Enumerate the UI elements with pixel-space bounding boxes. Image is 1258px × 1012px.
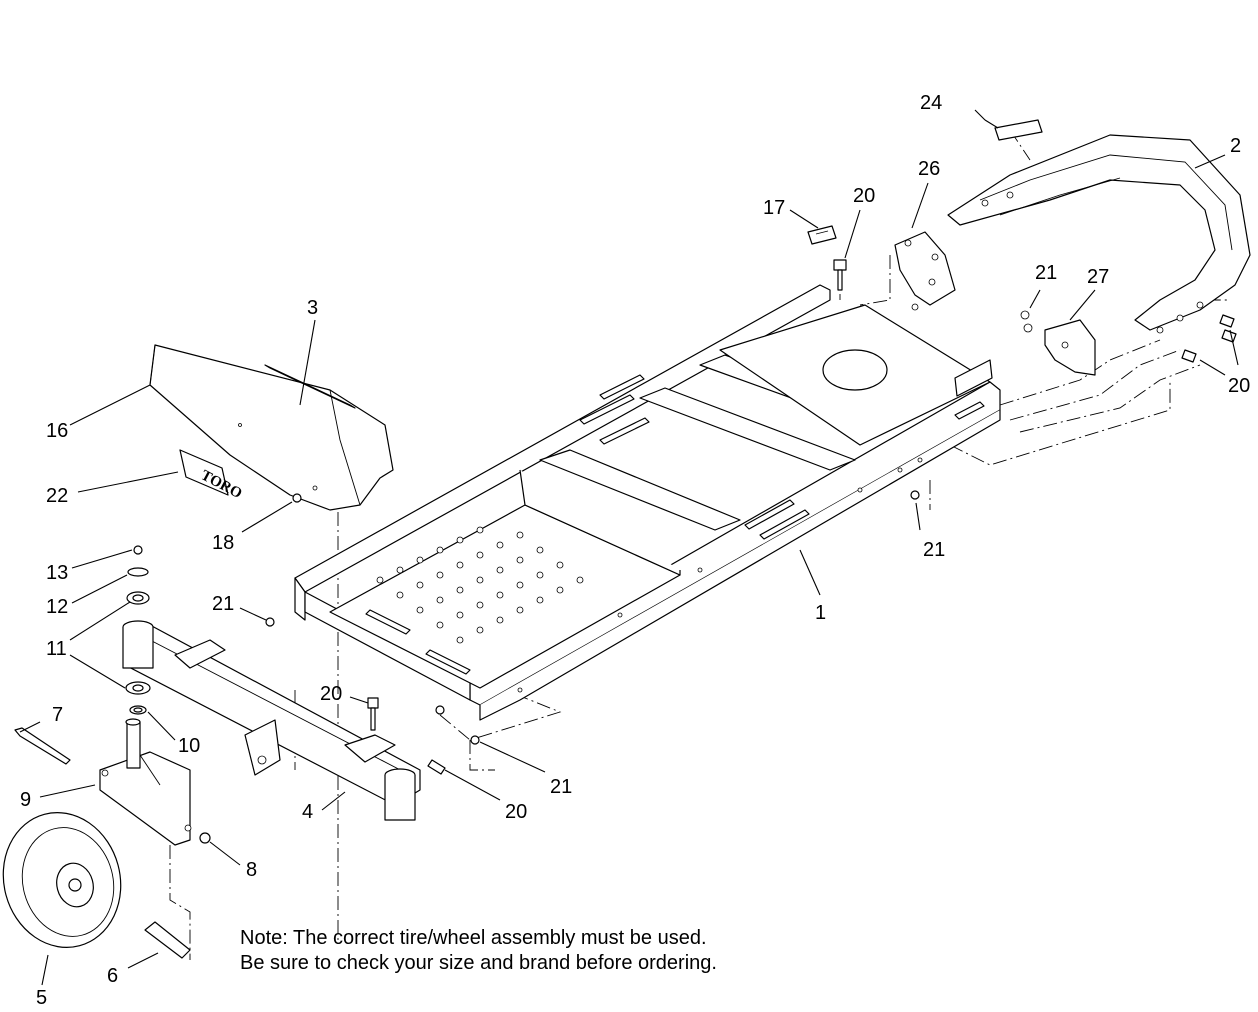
callout-20c: 20 <box>320 683 342 705</box>
roll-over-bar <box>947 134 1251 334</box>
callout-17: 17 <box>763 197 785 219</box>
callout-21b: 21 <box>923 539 945 561</box>
front-cover <box>149 344 394 511</box>
tire-wheel-assembly <box>2 812 122 948</box>
leader-lines <box>19 109 1239 986</box>
callout-20d: 20 <box>505 801 527 823</box>
callout-11: 11 <box>46 638 67 660</box>
bearing-stack <box>125 545 151 715</box>
ordering-note-line1: Note: The correct tire/wheel assembly mu… <box>240 927 707 949</box>
callout-22: 22 <box>46 485 68 507</box>
main-frame <box>294 284 1001 721</box>
callout-21d: 21 <box>550 776 572 798</box>
callout-20b: 20 <box>1228 375 1250 397</box>
callout-10: 10 <box>178 735 200 757</box>
callout-2: 2 <box>1230 135 1241 157</box>
axle-bolt <box>14 727 71 765</box>
callout-4: 4 <box>302 801 313 823</box>
cover-screw <box>292 493 302 503</box>
cover-decal <box>264 364 356 409</box>
callout-16: 16 <box>46 420 68 442</box>
callout-21a: 21 <box>1035 262 1057 284</box>
ordering-note-line2: Be sure to check your size and brand bef… <box>240 952 717 974</box>
callout-27: 27 <box>1087 266 1109 288</box>
axle-nut <box>199 832 211 844</box>
callout-24: 24 <box>920 92 942 114</box>
callout-labels: 24 2 26 20 17 21 27 20 3 16 22 18 21 1 2… <box>20 92 1250 1009</box>
callout-18: 18 <box>212 532 234 554</box>
callout-5: 5 <box>36 987 47 1009</box>
callout-8: 8 <box>246 859 257 881</box>
callout-1: 1 <box>815 602 826 624</box>
front-axle <box>122 620 421 821</box>
callout-3: 3 <box>307 297 318 319</box>
callout-20a: 20 <box>853 185 875 207</box>
callout-9: 9 <box>20 789 31 811</box>
callout-26: 26 <box>918 158 940 180</box>
frame-decal <box>807 225 837 245</box>
callout-6: 6 <box>107 965 118 987</box>
ordering-note: Note: The correct tire/wheel assembly mu… <box>240 926 717 976</box>
wheel-spacer <box>144 921 191 959</box>
floor-perforations <box>376 526 584 644</box>
callout-13: 13 <box>46 562 68 584</box>
assembly-lines <box>169 129 1230 960</box>
callout-12: 12 <box>46 596 68 618</box>
caster-fork <box>99 718 192 846</box>
rops-bracket <box>1020 310 1096 376</box>
seat-bracket <box>894 231 956 311</box>
rops-decal <box>994 119 1043 141</box>
callout-7: 7 <box>52 704 63 726</box>
callout-21c: 21 <box>212 593 234 615</box>
